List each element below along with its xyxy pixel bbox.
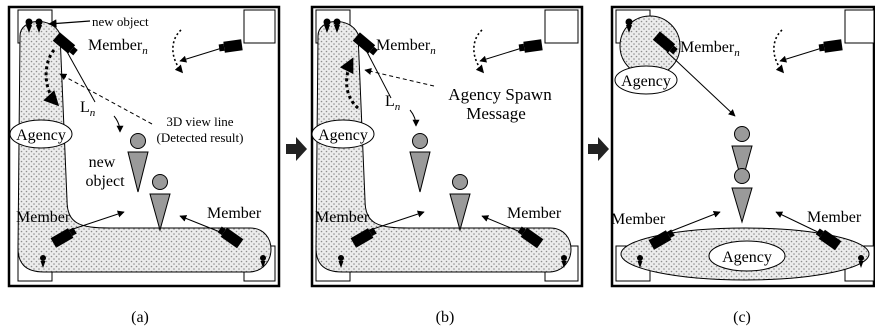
view-line — [779, 47, 823, 63]
member-n-subscript: n — [142, 45, 148, 57]
member-right-label: Member — [207, 205, 262, 222]
camera-icon — [818, 39, 843, 53]
object-marker-icon — [561, 255, 567, 268]
ln-arrow — [113, 115, 124, 133]
member-left-label: Member — [16, 209, 71, 226]
agency-region — [315, 21, 572, 273]
view-line-pointer — [59, 73, 153, 125]
spawn-message-label: Message — [466, 104, 525, 123]
person-icon — [731, 126, 753, 184]
caption-b: (b) — [436, 309, 455, 326]
member-n-subscript: n — [430, 45, 436, 57]
ln-view-line — [65, 49, 96, 103]
member-left-view-line — [363, 210, 425, 233]
agency-label: Agency — [318, 127, 368, 144]
object-marker-icon — [323, 18, 341, 33]
object-marker-icon — [260, 255, 266, 268]
member-n-text: Member — [88, 37, 143, 54]
camera-icon — [517, 226, 544, 249]
ln-subscript: n — [395, 101, 401, 113]
person-icon — [127, 133, 149, 193]
rotation-arrow — [172, 29, 184, 74]
person-icon — [409, 133, 431, 193]
room-corner-top-right — [544, 9, 579, 44]
rotation-arrow — [773, 29, 785, 74]
transition-arrow-icon — [588, 137, 609, 161]
panel-c-frame — [610, 5, 875, 288]
transition-arrow-icon — [286, 137, 307, 161]
member-left-label: Member — [315, 209, 370, 226]
member-n-label: Membern — [376, 37, 436, 57]
member-n-subscript: n — [734, 47, 740, 59]
view-line-label: 3D view line — [166, 114, 233, 129]
member-n-view-line — [666, 51, 736, 117]
camera-icon — [218, 39, 243, 53]
agency-ellipse-bottom — [708, 240, 786, 272]
rotation-arrow — [473, 29, 485, 74]
object-marker-icon — [338, 255, 344, 268]
panel-b-frame — [310, 5, 584, 288]
ln-label: Ln — [385, 93, 401, 113]
member-left-view-line — [63, 210, 125, 233]
member-right-label: Member — [507, 205, 562, 222]
spawn-message-pointer — [364, 68, 435, 87]
camera-icon — [350, 227, 377, 248]
object-marker-icon — [637, 255, 643, 268]
object-marker-icon — [40, 255, 46, 268]
new-object-label: new object — [92, 14, 149, 29]
new-object-pointer — [48, 19, 91, 28]
camera-icon — [52, 32, 78, 56]
member-left-label: Member — [611, 211, 666, 228]
room-corner-top-right — [243, 9, 276, 44]
member-right-label: Member — [807, 209, 862, 226]
caption-c: (c) — [733, 309, 751, 326]
member-n-label: Membern — [680, 39, 740, 59]
agency-top-label: Agency — [621, 73, 671, 90]
new-object-mid-label-2: object — [85, 173, 125, 190]
camera-icon — [652, 31, 678, 55]
member-n-text: Member — [680, 39, 735, 56]
view-line — [479, 47, 523, 63]
person-icon — [149, 174, 171, 232]
ln-label: Ln — [80, 99, 96, 119]
camera-icon — [648, 229, 675, 250]
object-marker-icon — [625, 18, 633, 33]
agency-ellipse — [9, 119, 73, 149]
agency-ellipse-top — [614, 65, 678, 95]
spawn-arrow — [339, 57, 360, 110]
ln-text: L — [385, 93, 395, 110]
panel-a-frame — [7, 5, 281, 288]
room-corner-top-right — [844, 9, 875, 44]
ln-text: L — [80, 99, 90, 116]
camera-icon — [50, 227, 77, 248]
person-icon — [449, 174, 471, 232]
member-n-label: Membern — [88, 37, 148, 57]
camera-icon — [815, 228, 842, 251]
object-marker-icon — [858, 255, 864, 268]
panel-a: new object Membern Ln 3D view line (Dete… — [7, 5, 281, 326]
ln-subscript: n — [90, 107, 96, 119]
camera-icon — [352, 32, 378, 56]
agency-bottom-label: Agency — [722, 249, 772, 266]
caption-a: (a) — [131, 309, 149, 326]
camera-icon — [518, 39, 543, 53]
ln-arrow — [409, 109, 420, 127]
object-marker-icon — [25, 18, 43, 33]
person-icon — [731, 168, 753, 224]
camera-icon — [217, 226, 244, 249]
member-left-view-line — [663, 211, 721, 235]
ln-view-line — [365, 49, 392, 99]
panel-c: Membern Agency Agency Member Member — [610, 5, 875, 326]
member-n-text: Member — [376, 37, 431, 54]
detected-result-label: (Detected result) — [157, 130, 244, 145]
view-line — [179, 47, 223, 63]
spawn-label: Agency Spawn — [448, 85, 552, 104]
new-object-mid-label: new — [89, 154, 116, 171]
agency-ellipse — [311, 119, 375, 149]
panel-b: Membern Ln Agency Spawn Message Agency M… — [310, 5, 584, 326]
agency-label: Agency — [16, 127, 66, 144]
